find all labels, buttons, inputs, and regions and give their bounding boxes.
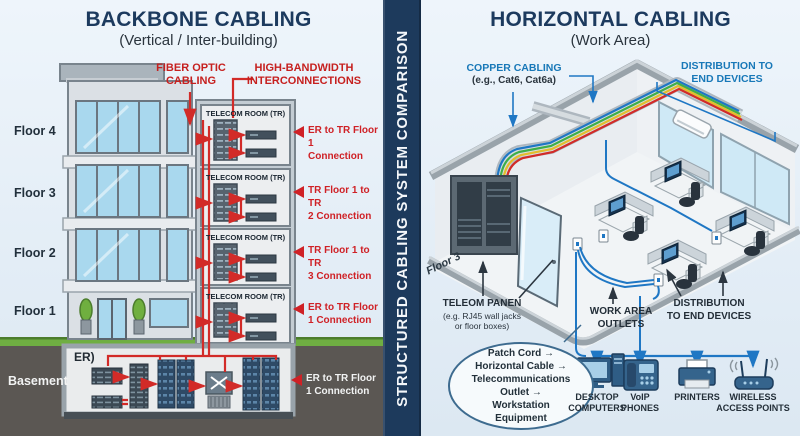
server-rack-icon <box>213 119 238 161</box>
building <box>59 63 198 340</box>
cabling-flow-note: Patch Cord → Horizontal Cable → Telecomm… <box>448 342 594 430</box>
workarea-diagram <box>427 59 800 391</box>
windows <box>75 100 189 282</box>
telecom-panel-callout: TELEOM PANEN (e.g. RJ45 wall jacks or fl… <box>442 298 522 331</box>
horizontal-cables <box>575 140 713 357</box>
fiber-backbone-cables <box>106 77 278 406</box>
comparison-banner: STRUCTURED CABLING SYSTEM COMPARISON <box>383 0 421 436</box>
arrow-left-icon <box>291 374 302 386</box>
telecom-room-header: TELECOM ROOM (TR) <box>205 233 286 242</box>
er-label: ER) <box>74 350 95 364</box>
backbone-panel: BACKBONE CABLING (Vertical / Inter-build… <box>0 0 383 436</box>
banner-text: STRUCTURED CABLING SYSTEM COMPARISON <box>393 29 411 407</box>
isometric-room <box>427 59 800 349</box>
wireless-access-points-label: WIRELESS ACCESS POINTS <box>716 392 790 414</box>
printers-label: PRINTERS <box>674 392 720 402</box>
server-rack-icon <box>213 243 238 281</box>
work-area-outlet-icons <box>572 229 722 287</box>
ac-unit-icon <box>672 109 712 139</box>
work-area-outlets-callout: WORK AREA OUTLETS <box>589 306 653 330</box>
dark-leaders <box>478 259 728 304</box>
copper-cabling-callout: COPPER CABLING (e.g., Cat6, Cat6a) <box>466 62 562 86</box>
telecom-rack <box>450 175 518 255</box>
fiber-optic-callout: FIBER OPTIC CABLING <box>156 62 226 87</box>
equipment-room <box>61 343 296 419</box>
connection-annotation: TR Floor 1 to TR 3 Connection <box>293 244 382 283</box>
telecom-room-header: TELECOM ROOM (TR) <box>205 292 286 301</box>
distribution-top-callout: DISTRIBUTION TO END DEVICES <box>681 60 773 85</box>
backbone-subtitle: (Vertical / Inter-building) <box>119 32 278 49</box>
arrow-left-icon <box>293 246 304 258</box>
backbone-title: BACKBONE CABLING <box>85 8 312 31</box>
high-bandwidth-callout: HIGH-BANDWIDTH INTERCONNECTIONS <box>246 62 362 87</box>
desktop-computers-label: DESKTOP COMPUTERS <box>568 392 626 414</box>
bandwidth-callout-leader <box>231 77 253 118</box>
switch-stack-icon <box>91 395 123 409</box>
connection-annotation: ER to TR Floor 1 Connection <box>293 124 382 163</box>
server-rack-icon <box>261 357 280 411</box>
server-rack-icon <box>213 183 238 222</box>
distribution-bracket <box>656 82 776 143</box>
telecom-room-header: TELECOM ROOM (TR) <box>205 109 286 118</box>
horizontal-subtitle: (Work Area) <box>570 32 651 49</box>
server-rack-icon <box>157 359 176 409</box>
connection-annotation: TR Floor 1 to TR 2 Connection <box>293 184 382 223</box>
arrow-left-icon <box>293 126 304 138</box>
bubble-leader <box>563 324 582 343</box>
wireless-access-point-icon <box>729 357 779 390</box>
plant-icon <box>79 298 93 322</box>
floor-2-label: Floor 2 <box>14 246 56 260</box>
glass-door <box>516 196 563 308</box>
arrow-left-icon <box>293 303 304 315</box>
server-rack-icon <box>213 302 238 338</box>
backbone-diagram <box>0 63 383 436</box>
server-rack-icon <box>176 359 195 409</box>
printer-icon <box>678 359 716 389</box>
plant-icon <box>132 298 146 322</box>
patch-panel-icon <box>129 363 149 409</box>
connection-annotation: ER to TR Floor 1 Connection <box>293 301 382 327</box>
voip-phones-label: VoIP PHONES <box>620 392 659 414</box>
switch-stack-icon <box>91 367 123 385</box>
floor-4-label: Floor 4 <box>14 124 56 138</box>
blue-leaders <box>508 75 776 143</box>
entrance <box>79 298 189 340</box>
horizontal-title: HORIZONTAL CABLING <box>490 8 731 31</box>
arrow-left-icon <box>293 186 304 198</box>
floor-1-label: Floor 1 <box>14 304 56 318</box>
telecom-riser-column <box>195 99 296 345</box>
horizontal-panel: HORIZONTAL CABLING (Work Area) COPPER CA… <box>421 0 800 436</box>
distribution-bottom-callout: DISTRIBUTION TO END DEVICES <box>666 298 752 322</box>
basement-label: Basement <box>8 374 68 388</box>
server-rack-icon <box>242 357 261 411</box>
telecom-room-header: TELECOM ROOM (TR) <box>205 173 286 182</box>
floor-3-label: Floor 3 <box>14 186 56 200</box>
voip-phone-icon <box>623 359 659 391</box>
connection-annotation: ER to TR Floor 1 Connection <box>291 372 380 398</box>
